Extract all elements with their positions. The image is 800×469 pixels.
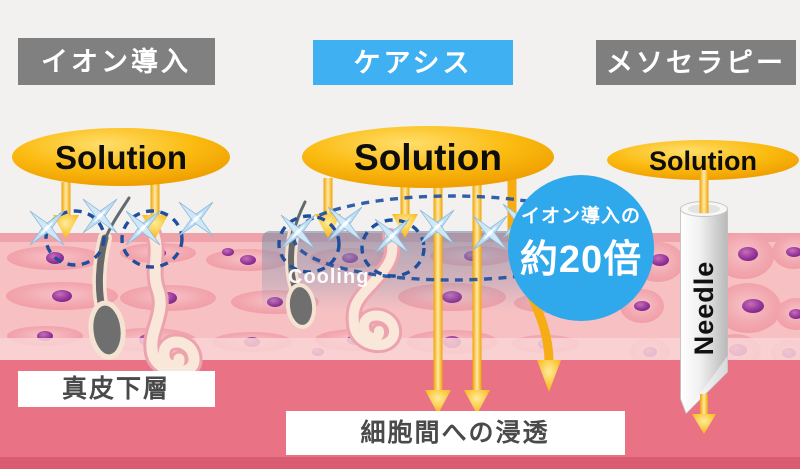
needle: Needle [680,170,728,434]
needle-solution-shaft [699,170,709,213]
cooling-zone-overlay [262,231,558,311]
dermis-label: 真皮下層 [62,375,170,403]
hair-follicle-left [88,196,131,360]
needle-arrow-head [692,414,716,434]
sweat-gland-left [143,221,203,381]
needle-label: Needle [689,261,719,356]
method-tab-mesotherapy: メソセラピー [596,40,796,85]
method-label-caresys: ケアシス [354,48,473,78]
penetration-label-box: 細胞間への浸透 [286,411,625,455]
badge-line2: 約20倍 [520,239,642,281]
method-label-mesotherapy: メソセラピー [606,48,786,78]
method-label-iontophoresis: イオン導入 [41,46,191,77]
method-tab-iontophoresis: イオン導入 [18,38,215,85]
solution-ellipse-mesotherapy: Solution [607,140,799,180]
solution-label-middle: Solution [354,137,502,178]
penetration-label: 細胞間への浸透 [360,419,549,447]
method-tab-caresys: ケアシス [313,40,513,85]
solution-label-left: Solution [55,139,187,176]
dermis-label-box: 真皮下層 [18,371,215,407]
sweat-gland-middle [345,228,402,353]
badge-line1: イオン導入の [521,204,641,227]
times20-badge: イオン導入の 約20倍 [508,175,654,321]
solution-ellipse-caresys: Solution [302,126,554,188]
solution-ellipse-iontophoresis: Solution [12,128,230,186]
cooling-label: Cooling [288,266,369,288]
needle-arrow-shaft [700,394,708,416]
